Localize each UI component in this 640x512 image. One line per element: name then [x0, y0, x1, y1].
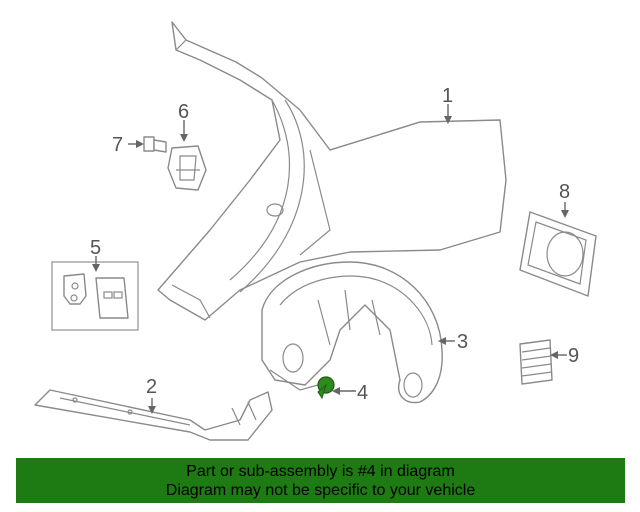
push-pin-part-highlighted[interactable]: [317, 376, 335, 400]
callout-4: 4: [357, 382, 368, 404]
callout-2: 2: [146, 376, 157, 398]
callout-5: 5: [90, 237, 101, 259]
fuel-door-housing-part[interactable]: [519, 211, 597, 297]
vent-grille-part[interactable]: [519, 339, 553, 385]
banner-line-1: Part or sub-assembly is #4 in diagram: [186, 462, 455, 480]
callout-1: 1: [442, 85, 453, 107]
callout-9: 9: [568, 345, 579, 367]
callout-3: 3: [457, 331, 468, 353]
bolt-part[interactable]: [143, 136, 167, 153]
rail-bracket-part[interactable]: [34, 389, 273, 441]
quarter-panel-part[interactable]: [157, 21, 507, 321]
banner-line-2: Diagram may not be specific to your vehi…: [165, 481, 476, 499]
callout-8: 8: [559, 181, 570, 203]
fitment-banner: Part or sub-assembly is #4 in diagram Di…: [16, 458, 625, 503]
clip-kit-part[interactable]: [51, 261, 139, 331]
wheelhouse-liner-part[interactable]: [261, 261, 443, 404]
parts-diagram: 1 2 3 4 5 6 7 8 9: [34, 21, 597, 441]
callout-7: 7: [112, 134, 123, 156]
bracket-clip-part[interactable]: [167, 145, 207, 191]
callout-6: 6: [178, 101, 189, 123]
callout-arrows: [92, 104, 569, 414]
